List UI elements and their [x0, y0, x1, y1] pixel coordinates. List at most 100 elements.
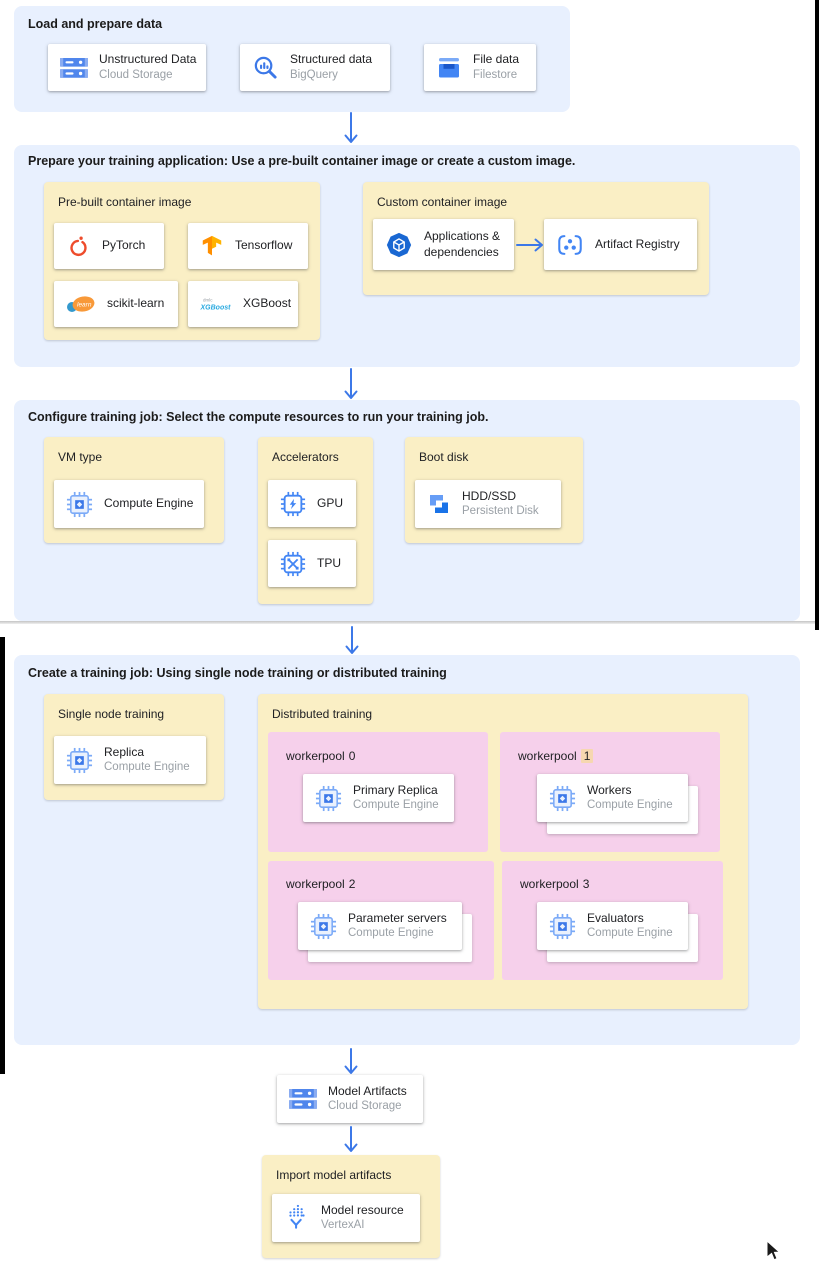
- card-scikit-learn: learn scikit-learn: [54, 281, 178, 327]
- card-tpu: TPU: [268, 540, 356, 587]
- card-title: Structured data: [290, 52, 373, 67]
- pool-label-number: 3: [582, 877, 590, 891]
- mouse-cursor: [766, 1240, 781, 1261]
- cloud-storage-icon: [289, 1089, 317, 1109]
- flow-arrow-down: [344, 1126, 358, 1152]
- card-title: Evaluators: [587, 910, 644, 925]
- card-title: Replica: [104, 744, 145, 759]
- section-title: Configure training job: Select the compu…: [28, 410, 489, 424]
- flow-arrow-down: [344, 112, 358, 143]
- scikit-learn-icon: learn: [66, 295, 96, 314]
- card-subtitle: Cloud Storage: [99, 68, 173, 81]
- pool-label-number-highlighted: 1: [580, 749, 594, 763]
- card-model-artifacts: Model Artifacts Cloud Storage: [277, 1075, 423, 1123]
- card-unstructured-data: Unstructured Data Cloud Storage: [48, 44, 206, 91]
- bigquery-icon: [252, 54, 279, 81]
- card-subtitle: BigQuery: [290, 68, 338, 81]
- card-evaluators: Evaluators Compute Engine: [537, 902, 688, 950]
- card-subtitle: Compute Engine: [587, 927, 673, 940]
- card-title: Applications & dependencies: [424, 228, 501, 259]
- screen-edge-artifact-right: [815, 0, 819, 630]
- cloud-storage-icon: [60, 58, 88, 78]
- compute-engine-icon: [549, 785, 576, 812]
- group-title: VM type: [58, 450, 103, 464]
- card-workers: Workers Compute Engine: [537, 774, 688, 822]
- card-subtitle: Compute Engine: [104, 761, 190, 774]
- group-title: Accelerators: [272, 450, 339, 464]
- artifact-registry-icon: [556, 233, 584, 257]
- card-title: HDD/SSD: [462, 488, 517, 503]
- pool-label-text: workerpool: [286, 749, 345, 763]
- compute-engine-icon: [549, 913, 576, 940]
- card-primary-replica: Primary Replica Compute Engine: [303, 774, 454, 822]
- card-title: Unstructured Data: [99, 52, 197, 67]
- svg-text:learn: learn: [77, 301, 92, 308]
- vertex-ai-icon: [284, 1204, 310, 1232]
- card-title: Model Artifacts: [328, 1083, 407, 1098]
- section-title: Create a training job: Using single node…: [28, 666, 447, 680]
- screen-edge-artifact-left: [0, 637, 5, 1074]
- section-title: Load and prepare data: [28, 17, 163, 31]
- card-title: File data: [473, 52, 520, 67]
- group-title: Import model artifacts: [276, 1168, 392, 1182]
- screenshot-seam: [0, 621, 819, 624]
- pool-label: workerpool 1: [518, 749, 594, 763]
- card-title: XGBoost: [243, 296, 292, 311]
- persistent-disk-icon: [427, 492, 451, 516]
- flow-arrow-down: [345, 626, 359, 654]
- card-title: Artifact Registry: [595, 236, 680, 251]
- tensorflow-icon: [200, 233, 224, 259]
- card-subtitle: Persistent Disk: [462, 505, 539, 518]
- compute-engine-icon: [310, 913, 337, 940]
- card-subtitle: Filestore: [473, 68, 518, 81]
- card-title: Model resource: [321, 1202, 404, 1217]
- card-subtitle: VertexAI: [321, 1219, 365, 1232]
- filestore-icon: [436, 57, 462, 79]
- section-title: Prepare your training application: Use a…: [28, 154, 576, 168]
- xgboost-icon: dmlc XGBoost: [200, 296, 232, 313]
- card-title: Primary Replica: [353, 782, 438, 797]
- card-replica: Replica Compute Engine: [54, 736, 206, 784]
- card-tensorflow: Tensorflow: [188, 223, 308, 269]
- pool-label-text: workerpool: [518, 749, 577, 763]
- pool-label-number: 0: [348, 749, 356, 763]
- tpu-icon: [280, 551, 306, 577]
- card-file-data: File data Filestore: [424, 44, 536, 91]
- card-pytorch: PyTorch: [54, 223, 164, 269]
- card-model-resource: Model resource VertexAI: [272, 1194, 420, 1242]
- card-xgboost: dmlc XGBoost XGBoost: [188, 281, 298, 327]
- svg-text:dmlc: dmlc: [203, 297, 213, 302]
- pool-label: workerpool 2: [286, 877, 355, 891]
- gpu-icon: [280, 491, 306, 517]
- group-title: Pre-built container image: [58, 195, 192, 209]
- compute-engine-icon: [315, 785, 342, 812]
- card-title: GPU: [317, 495, 344, 510]
- flow-arrow-right: [516, 238, 543, 252]
- card-title: Parameter servers: [348, 910, 447, 925]
- card-title: scikit-learn: [107, 296, 165, 311]
- group-title: Distributed training: [272, 707, 373, 721]
- svg-text:XGBoost: XGBoost: [200, 304, 231, 311]
- compute-engine-icon: [66, 747, 93, 774]
- card-hdd-ssd: HDD/SSD Persistent Disk: [415, 480, 561, 528]
- group-title: Boot disk: [419, 450, 469, 464]
- card-title: TPU: [317, 555, 341, 570]
- flow-arrow-down: [344, 1048, 358, 1074]
- card-subtitle: Compute Engine: [348, 927, 434, 940]
- card-subtitle: Compute Engine: [587, 799, 673, 812]
- compute-engine-icon: [66, 491, 93, 518]
- pool-label: workerpool 3: [520, 877, 589, 891]
- pytorch-icon: [66, 233, 91, 259]
- flow-arrow-down: [344, 368, 358, 399]
- group-title: Single node training: [58, 707, 165, 721]
- group-title: Custom container image: [377, 195, 508, 209]
- pool-label-text: workerpool: [520, 877, 579, 891]
- card-title: Workers: [587, 782, 632, 797]
- pool-label-text: workerpool: [286, 877, 345, 891]
- card-subtitle: Cloud Storage: [328, 1100, 402, 1113]
- card-title: PyTorch: [102, 238, 146, 253]
- pool-label-number: 2: [348, 877, 356, 891]
- applications-icon: [385, 231, 413, 259]
- card-parameter-servers: Parameter servers Compute Engine: [298, 902, 462, 950]
